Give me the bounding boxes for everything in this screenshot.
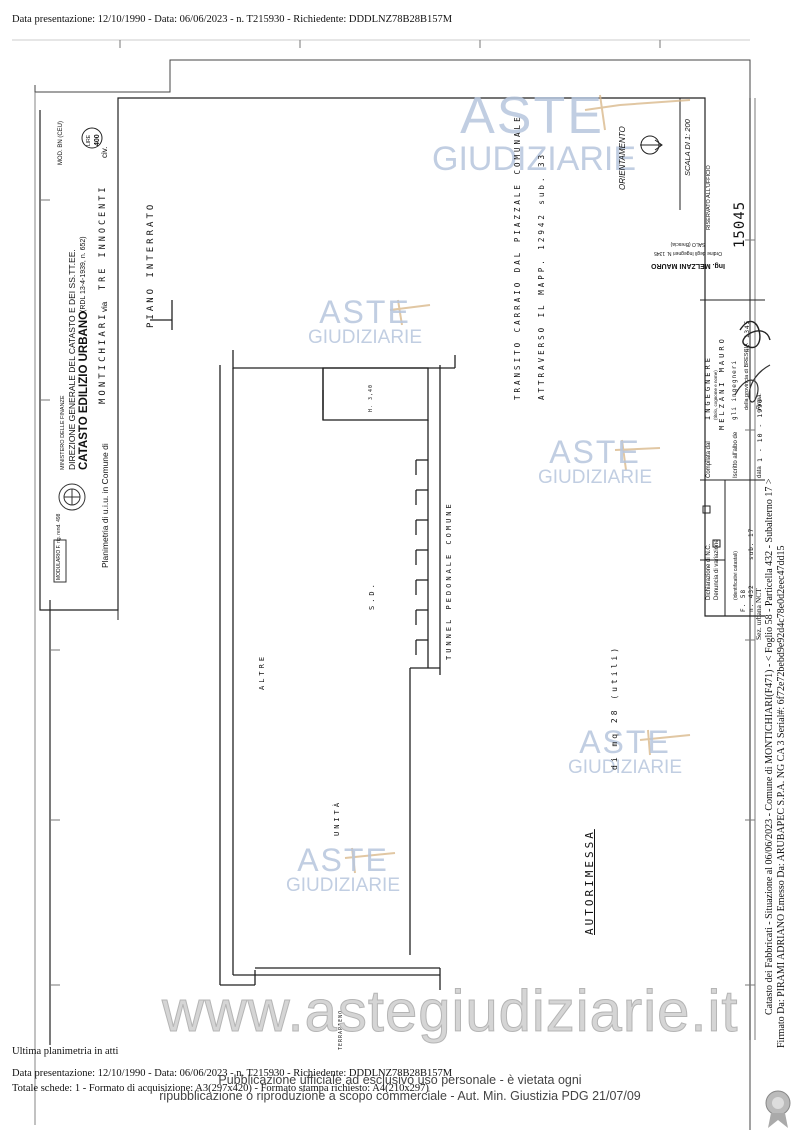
stamp-line-1: Ing. MELZANI MAURO [651,262,725,269]
declaration-label: Dichiarazione di N.C. [706,543,712,600]
scale-label: SCALA DI 1: 200 [683,119,692,176]
header-presentation-line: Data presentazione: 12/10/1990 - Data: 0… [12,14,453,25]
side-cadastre-line: Catasto dei Fabbricati - Situazione al 0… [764,478,775,1015]
emblem-seal-icon [58,483,86,511]
direction-name: DIREZIONE GENERALE DEL CATASTO E DEI SS.… [67,249,77,470]
compiled-name: MELZANI MAURO [718,336,726,430]
ident-label: (identificativi catastali) [733,551,739,600]
provincia-label: della provincia di BRESCIA [744,343,750,410]
planimetry-prefix: Planimetria di u.i.u. in Comune di [100,443,110,568]
lire-value: 400 [94,134,101,146]
iscritto-value: gli ingegneri [731,360,738,420]
notice-line-1: Pubblicazione ufficiale ad esclusivo uso… [218,1073,582,1087]
watermark-site: www.astegiudiziarie.it [161,979,739,1045]
form-title: CATASTO EDILIZIO URBANO [78,310,90,470]
room-outline [150,300,456,990]
sd-label: S.D. [368,581,376,610]
floor-label: PIANO INTERRATO [146,201,156,328]
form-law: (RDL 13-4-1939, n. 652) [80,236,87,312]
garage-label: AUTORIMESSA [583,829,596,935]
footer-last-plan: Ultima planimetria in atti [12,1046,119,1057]
scan-frame-top [34,59,751,1130]
comune-value: MONTICHIARI [98,311,108,404]
compiled-role: INGEGNERE [704,355,712,420]
civ-label: civ. [100,146,109,158]
via-value: TRE INNOCENTI [98,184,108,290]
reserved-label: RISERVATO ALL'UFFICIO [706,165,712,230]
stamp-line-2: Ordine degli Ingegneri N. 1345 [653,250,723,256]
side-section-line: Sez. urbana NCT [754,588,763,640]
footer-totals: Totale schede: 1 - Formato di acquisizio… [12,1083,429,1094]
ministry-name: MINISTERO DELLE FINANZE [60,395,66,470]
title-block-grid [679,98,765,616]
provincia-number: n. 1345 [744,319,751,352]
north-arrow-icon [640,135,663,155]
ident-f: F. 58 [740,588,747,612]
compiled-label: Compilata dal [706,441,712,478]
modulario-text: MODULARIO F. rig. rend. 498 [56,513,62,580]
tunnel-label: TUNNEL PEDONALE COMUNE [445,501,453,660]
side-signature-line: Firmato Da: PIRAMI ADRIANO Emesso Da: AR… [776,545,787,1048]
iscritto-label: Iscritto all'albo de [733,431,739,478]
firma-label: Firma: [757,393,763,410]
orientation-label: ORIENTAMENTO [618,126,627,190]
date-label: data [757,466,763,478]
lire-label: LIRE [86,134,92,146]
transit-line-1: TRANSITO CARRAIO DAL PIAZZALE COMUNALE [513,114,522,400]
mezzo-height: H. 3,40 [368,383,374,412]
denuncia-label: Denuncia di variazione [714,539,720,600]
certificate-seal-icon [765,1090,791,1128]
notice-line-2: ripubblicazione o riproduzione a scopo c… [159,1089,641,1103]
area-label: di mq 28 (utili) [610,644,619,770]
via-label: via [100,301,109,312]
signature-scribble [739,321,771,348]
transit-line-2: ATTRAVERSO IL MAPP. 12942 sub. 33 [537,151,546,400]
ident-sub: sub. 17 [748,527,755,560]
footer-notice: Pubblicazione ufficiale ad esclusivo uso… [150,1072,650,1104]
footer-presentation-line: Data presentazione: 12/10/1990 - Data: 0… [12,1068,453,1079]
form-border [39,97,765,617]
unita-label: UNITÀ [333,799,341,836]
stamp-line-3: SALO (Brescia) [670,241,706,247]
altre-label: ALTRE [258,653,266,690]
form-model: MOD. BN (CEU) [58,121,64,165]
lire-stamp-icon [81,127,103,149]
